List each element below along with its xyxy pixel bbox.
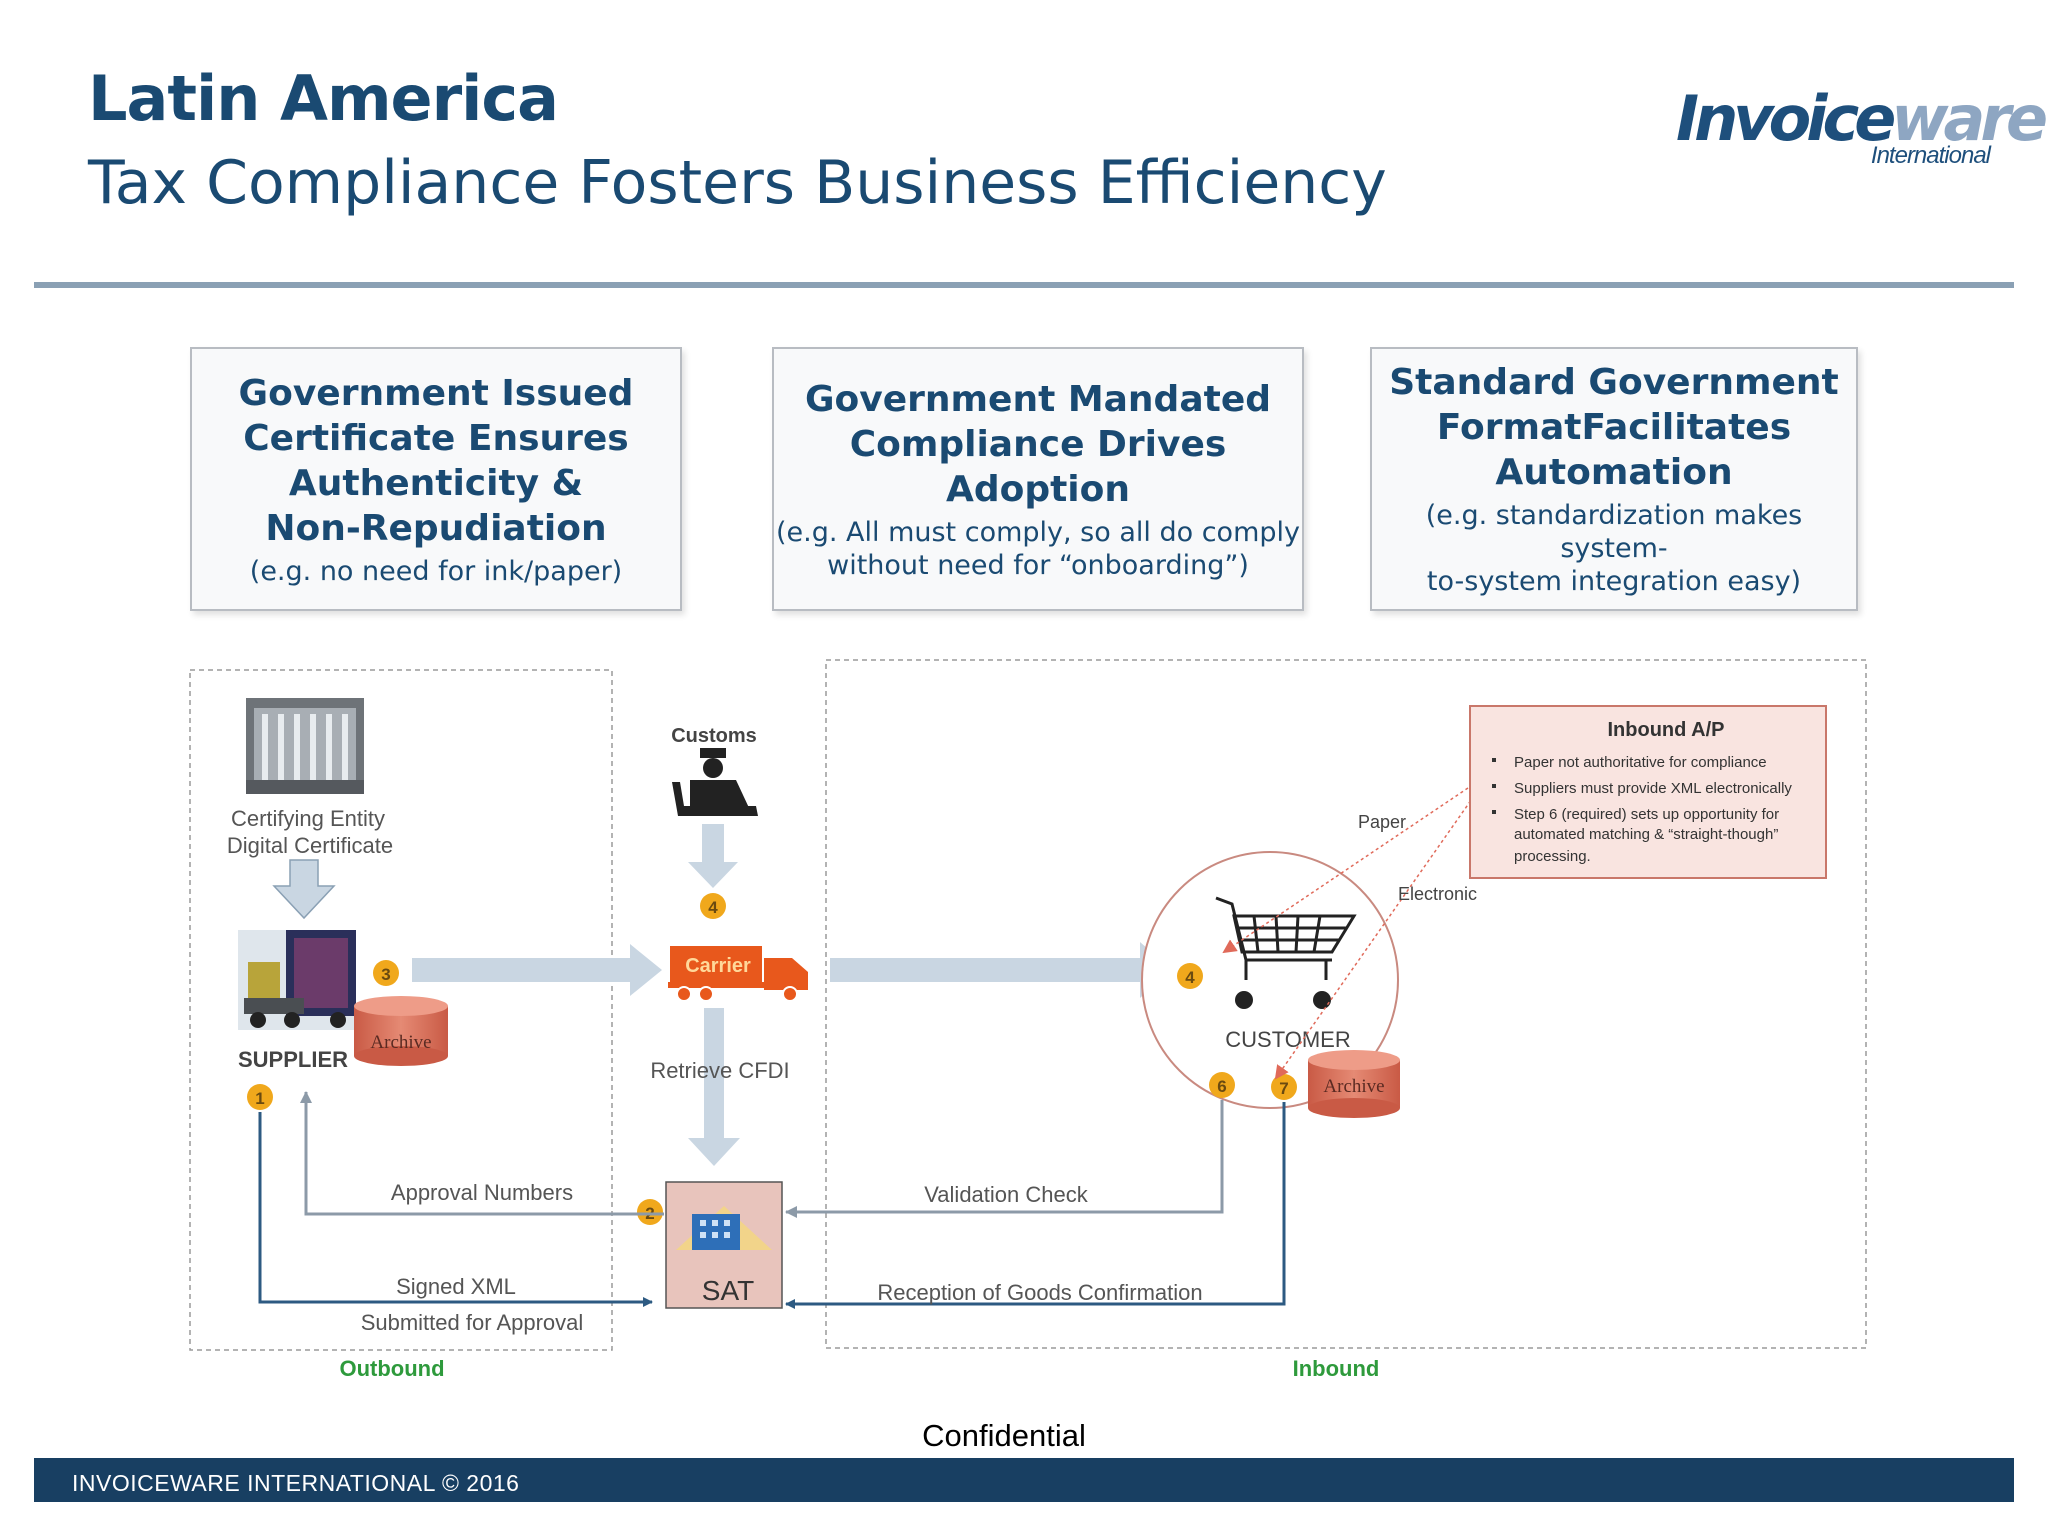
invoiceware-logo: Invoiceware International [1676, 82, 2048, 192]
outbound-panel [189, 669, 613, 1351]
carrier-label: Carrier [685, 955, 751, 977]
bullet-marker [1492, 758, 1496, 762]
logo-subtitle: International [1870, 142, 1991, 169]
card-note-line: to-system integration easy) [1426, 566, 1802, 597]
certifying-entity-label: Certifying Entity [231, 806, 385, 831]
inbound-ap-bullet-cont: automated matching & “straight-though” [1514, 826, 1778, 843]
card-heading-line: Non-Repudiation [265, 507, 607, 549]
step-7-label: 7 [1279, 1079, 1288, 1098]
logo-word-ware: ware [1891, 82, 2048, 155]
certifying-entity-building-image [246, 698, 364, 794]
signed-xml-flow [258, 1112, 653, 1307]
step-6-badge [1209, 1072, 1235, 1098]
carrier-truck-icon [668, 946, 808, 1002]
card-compliance: Government Mandated Compliance Drives Ad… [772, 347, 1304, 611]
step-4-customs-badge [700, 893, 726, 919]
supplier-label: SUPPLIER [238, 1047, 348, 1072]
card-heading-line: FormatFacilitates [1436, 407, 1792, 448]
card-heading-line: Authenticity & [288, 462, 584, 504]
step-3-badge [373, 960, 399, 986]
outbound-label: Outbound [339, 1356, 444, 1381]
paper-pointer [1222, 787, 1469, 954]
bullet-marker [1492, 810, 1496, 814]
card-note-line: (e.g. no need for ink/paper) [249, 555, 623, 587]
customs-officer-icon [672, 748, 758, 816]
page-subtitle: Tax Compliance Fosters Business Efficien… [88, 148, 1387, 218]
inbound-ap-box [1469, 705, 1827, 879]
card-note: (e.g. All must comply, so all do comply … [776, 516, 1300, 582]
step-1-badge [247, 1084, 273, 1110]
card-heading-line: Standard Government [1389, 362, 1839, 403]
shopping-cart-icon [1215, 896, 1357, 980]
step-1-label: 1 [255, 1089, 264, 1108]
certificate-down-arrow [272, 859, 336, 920]
inbound-ap-title: Inbound A/P [1607, 719, 1724, 741]
retrieve-cfdi-label: Retrieve CFDI [650, 1058, 789, 1083]
customer-archive-cylinder [1308, 1050, 1400, 1118]
electronic-label: Electronic [1398, 884, 1477, 904]
inbound-ap-bullet-cont: processing. [1514, 848, 1591, 865]
customer-archive-label: Archive [1323, 1076, 1384, 1097]
footer-copyright: INVOICEWARE INTERNATIONAL © 2016 [72, 1470, 520, 1496]
customs-label: Customs [671, 725, 757, 747]
card-note: (e.g. standardization makes system- to-s… [1372, 499, 1856, 598]
carrier-to-customer-arrow [830, 942, 1172, 998]
validation-check-label: Validation Check [924, 1182, 1088, 1207]
supplier-truck-image [238, 930, 356, 1030]
page-title: Latin America [88, 62, 559, 135]
card-heading: Government Issued Certificate Ensures Au… [239, 371, 634, 551]
retrieve-cfdi-arrow [688, 1008, 740, 1166]
card-certificate: Government Issued Certificate Ensures Au… [190, 347, 682, 611]
cart-wheel [1235, 991, 1253, 1009]
card-heading: Standard Government FormatFacilitates Au… [1389, 360, 1839, 495]
card-note-line: (e.g. standardization makes system- [1425, 500, 1803, 564]
confidential-label: Confidential [922, 1418, 1086, 1453]
reception-label: Reception of Goods Confirmation [877, 1280, 1202, 1305]
logo-word-invoice: Invoice [1676, 82, 1896, 155]
step-7-badge [1271, 1074, 1297, 1100]
card-heading-line: Government Issued [238, 372, 634, 414]
submitted-label: Submitted for Approval [361, 1310, 584, 1335]
approval-numbers-flow [300, 1091, 664, 1216]
supplier-archive-label: Archive [370, 1032, 431, 1053]
step-4-customs-label: 4 [708, 898, 718, 917]
card-note: (e.g. no need for ink/paper) [250, 555, 622, 588]
supplier-to-carrier-arrow [412, 944, 662, 996]
card-note-line: without need for “onboarding”) [827, 549, 1249, 581]
step-4-customer-badge [1177, 963, 1203, 989]
customer-label: CUSTOMER [1225, 1027, 1351, 1052]
supplier-archive-cylinder [354, 996, 448, 1066]
cart-wheel [1313, 991, 1331, 1009]
step-2-badge [637, 1199, 663, 1225]
header-divider [34, 282, 2014, 288]
customs-down-arrow [688, 824, 738, 888]
card-heading: Government Mandated Compliance Drives Ad… [774, 377, 1302, 512]
step-3-label: 3 [381, 965, 390, 984]
signed-xml-label: Signed XML [396, 1274, 516, 1299]
certifying-entity-label: Digital Certificate [227, 833, 393, 858]
card-heading-line: Automation [1495, 452, 1733, 493]
inbound-ap-bullet: Suppliers must provide XML electronicall… [1514, 780, 1792, 797]
card-heading-line: Government Mandated [804, 378, 1272, 420]
paper-label: Paper [1358, 812, 1406, 832]
card-heading-line: Certificate Ensures [243, 417, 629, 459]
step-4-customer-label: 4 [1185, 968, 1195, 987]
inbound-label: Inbound [1293, 1356, 1380, 1381]
card-standard-format: Standard Government FormatFacilitates Au… [1370, 347, 1858, 611]
sat-label: SAT [702, 1275, 754, 1306]
footer-bar [34, 1458, 2014, 1502]
card-note-line: (e.g. All must comply, so all do comply [775, 516, 1300, 548]
reception-flow [785, 1102, 1286, 1309]
inbound-ap-bullet: Paper not authoritative for compliance [1514, 754, 1767, 771]
bullet-marker [1492, 784, 1496, 788]
sat-building [665, 1181, 783, 1309]
inbound-ap-bullet: Step 6 (required) sets up opportunity fo… [1514, 806, 1779, 823]
validation-check-flow [785, 1100, 1224, 1218]
card-heading-line: Compliance Drives Adoption [849, 423, 1227, 510]
step-6-label: 6 [1217, 1077, 1226, 1096]
approval-numbers-label: Approval Numbers [391, 1180, 573, 1205]
